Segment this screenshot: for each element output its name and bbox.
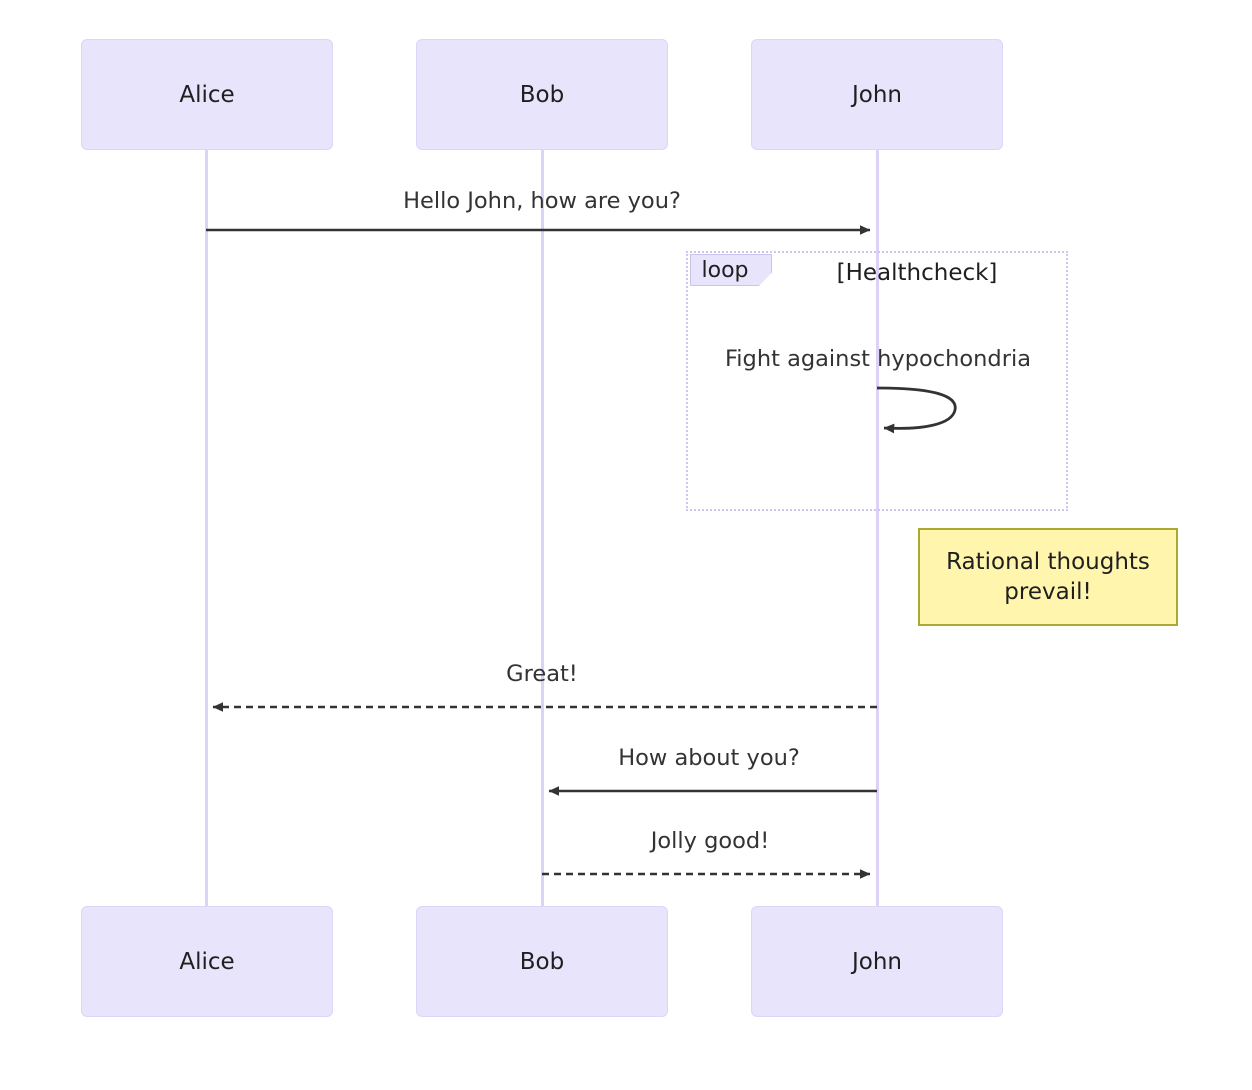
- actor-box-alice-bottom[interactable]: Alice: [81, 906, 333, 1017]
- note-rational-thoughts: Rational thoughts prevail!: [918, 528, 1178, 626]
- note-line-1: Rational thoughts: [946, 548, 1150, 575]
- actor-box-alice-top[interactable]: Alice: [81, 39, 333, 150]
- note-line-2: prevail!: [1004, 579, 1092, 605]
- message-label-how-about-you: How about you?: [618, 745, 800, 771]
- actor-label-alice-top: Alice: [179, 81, 235, 108]
- lifeline-john: [875, 150, 879, 906]
- actor-label-john-top: John: [851, 81, 902, 108]
- actor-box-bob-top[interactable]: Bob: [416, 39, 668, 150]
- loop-fragment-box: [686, 251, 1068, 511]
- actor-label-john-bottom: John: [851, 948, 902, 975]
- actor-box-john-bottom[interactable]: John: [751, 906, 1003, 1017]
- message-label-hello-john: Hello John, how are you?: [403, 188, 681, 214]
- lifeline-bob: [540, 150, 544, 906]
- lifeline-alice: [204, 150, 208, 906]
- message-label-jolly-good: Jolly good!: [650, 828, 770, 854]
- actor-label-bob-top: Bob: [519, 81, 565, 108]
- message-label-fight-hypochondria: Fight against hypochondria: [725, 346, 1031, 372]
- actor-label-bob-bottom: Bob: [519, 948, 565, 975]
- loop-fragment-tag: loop: [690, 254, 772, 286]
- loop-tag-label: loop: [701, 257, 749, 283]
- actor-label-alice-bottom: Alice: [179, 948, 235, 975]
- message-label-great: Great!: [506, 661, 578, 687]
- actor-box-bob-bottom[interactable]: Bob: [416, 906, 668, 1017]
- loop-condition-label: [Healthcheck]: [836, 260, 998, 286]
- actor-box-john-top[interactable]: John: [751, 39, 1003, 150]
